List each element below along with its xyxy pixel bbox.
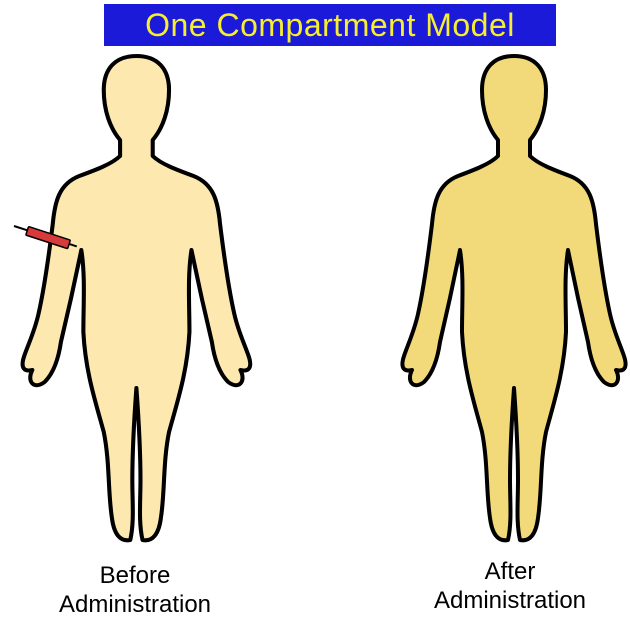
human-silhouette-after [402, 56, 625, 540]
caption-after-line2: Administration [395, 586, 625, 615]
caption-after: After Administration [395, 557, 625, 615]
caption-before: Before Administration [10, 561, 260, 619]
caption-before-line2: Administration [10, 590, 260, 619]
human-silhouette-icon [23, 56, 251, 540]
caption-after-line1: After [395, 557, 625, 586]
caption-before-line1: Before [10, 561, 260, 590]
human-silhouette-before [23, 56, 251, 540]
human-silhouette-icon [402, 56, 625, 540]
